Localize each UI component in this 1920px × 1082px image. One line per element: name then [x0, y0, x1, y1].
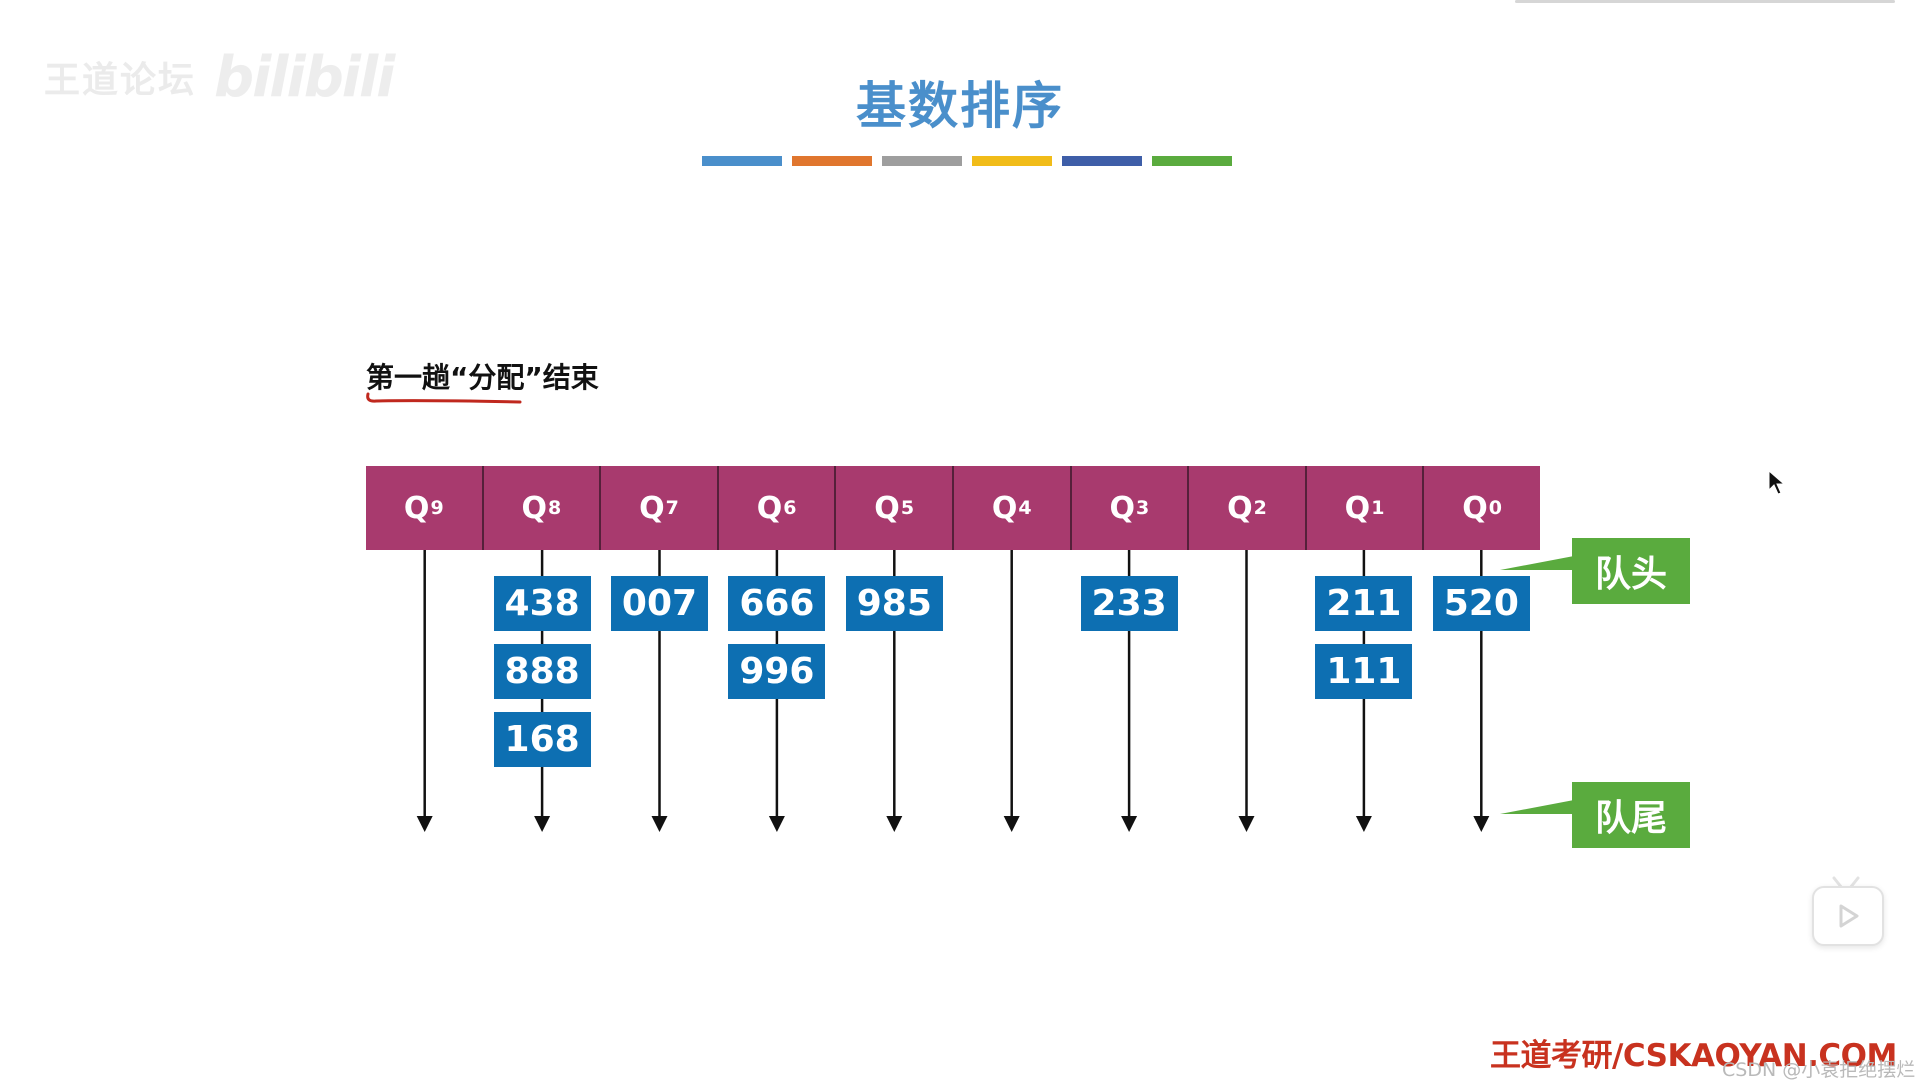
queue-arrow-head-q0: [1473, 816, 1490, 832]
queue-item-q8-3: 168: [493, 712, 591, 767]
play-icon: [1839, 904, 1859, 928]
queue-head-label: 队头: [1572, 538, 1690, 604]
queue-item-q6-1: 666: [728, 576, 826, 631]
pointer-cursor-icon: [1768, 470, 1786, 495]
subtitle: 第一趟“分配”结束: [366, 361, 599, 394]
color-bar-5: [1062, 156, 1142, 166]
queue-arrow-head-q2: [1238, 816, 1255, 832]
color-bar-6: [1152, 156, 1232, 166]
watermark-text: 王道论坛: [44, 60, 197, 101]
top-edge-line: [1515, 0, 1895, 3]
red-underline-mark: [366, 392, 522, 404]
play-button[interactable]: [1812, 886, 1884, 946]
queue-item-q7-1: 007: [611, 576, 708, 631]
queue-item-q8-2: 888: [493, 644, 591, 699]
queue-item-q0-1: 520: [1432, 576, 1530, 631]
slide-title: 基数排序: [856, 77, 1064, 135]
queue-arrow-head-q7: [651, 816, 668, 832]
queue-tail-label: 队尾: [1572, 782, 1690, 848]
bilibili-logo: bilibili: [214, 44, 395, 110]
queue-arrow-head-q6: [768, 816, 785, 832]
queue-item-q1-1: 211: [1315, 576, 1413, 631]
queue-arrow-head-q4: [1003, 816, 1020, 832]
watermark: 王道论坛 bilibili: [44, 42, 395, 112]
queue-arrow-head-q1: [1355, 816, 1372, 832]
queue-item-q3-1: 233: [1080, 576, 1178, 631]
queue-arrow-head-q3: [1121, 816, 1138, 832]
brand-text: 王道考研/CSKAOYAN.COM: [1490, 1038, 1897, 1074]
queue-arrow-head-q9: [416, 816, 433, 832]
csdn-watermark: CSDN @小袁拒绝摆烂: [1722, 1059, 1916, 1081]
color-bar-4: [972, 156, 1052, 166]
queue-item-q5-1: 985: [845, 576, 943, 631]
queue-arrow-head-q8: [534, 816, 551, 832]
color-bar-2: [792, 156, 872, 166]
color-bar-1: [702, 156, 782, 166]
queue-item-q8-1: 438: [493, 576, 591, 631]
queue-item-q1-2: 111: [1315, 644, 1413, 699]
queue-arrow-head-q5: [886, 816, 903, 832]
queue-item-q6-2: 996: [728, 644, 826, 699]
color-bar-3: [882, 156, 962, 166]
